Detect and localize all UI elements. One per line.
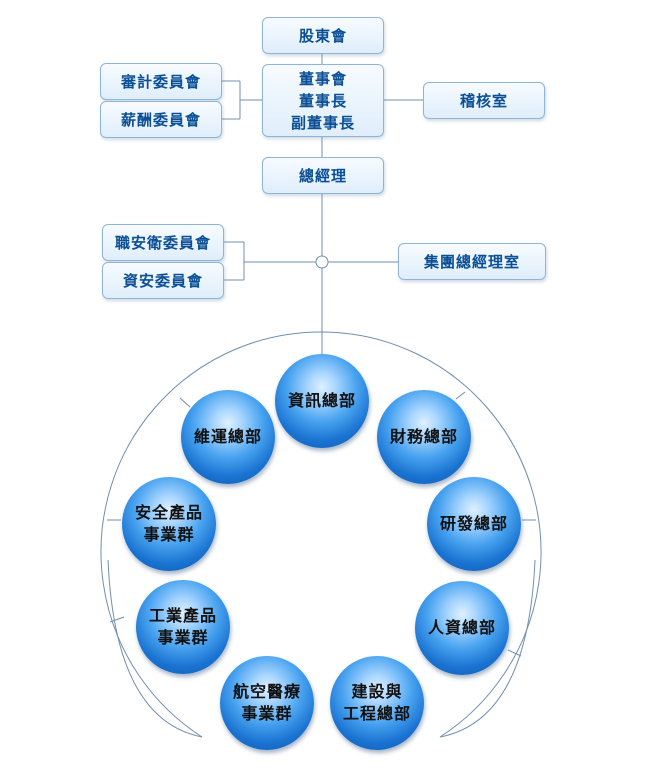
dept-label: 資訊總部 — [287, 391, 356, 410]
dept-it: 資訊總部 — [275, 354, 369, 448]
audit-office-label: 稽核室 — [459, 92, 508, 110]
group-president-office-box: 集團總經理室 — [398, 243, 546, 280]
infosec-committee-box: 資安委員會 — [102, 262, 224, 299]
group-president-office-label: 集團總經理室 — [423, 253, 520, 271]
dept-industrial-products: 工業產品 事業群 — [136, 580, 230, 674]
compensation-committee-label: 薪酬委員會 — [120, 111, 201, 129]
audit-committee-box: 審計委員會 — [100, 63, 222, 100]
dept-label: 人資總部 — [427, 618, 496, 637]
dept-hr: 人資總部 — [415, 581, 509, 675]
shareholders-box: 股東會 — [262, 17, 384, 54]
dept-safety-products: 安全產品 事業群 — [122, 477, 216, 571]
junction-node — [315, 255, 329, 269]
president-box: 總經理 — [262, 157, 384, 194]
vice-chairman-label: 副董事長 — [290, 113, 355, 132]
board-label: 董事會 — [298, 69, 347, 88]
dept-finance: 財務總部 — [377, 390, 471, 484]
board-box: 董事會 董事長 副董事長 — [262, 64, 384, 137]
dept-label-line1: 安全產品 — [134, 503, 203, 522]
dept-rnd: 研發總部 — [427, 477, 521, 571]
dept-aviation-medical: 航空醫療 事業群 — [220, 656, 314, 750]
shareholders-label: 股東會 — [298, 27, 347, 45]
safety-committee-label: 職安衛委員會 — [114, 234, 211, 252]
dept-construction-engineering: 建設與 工程總部 — [330, 656, 424, 750]
dept-operations: 維運總部 — [181, 390, 275, 484]
dept-label-line1: 建設與 — [351, 682, 403, 701]
president-label: 總經理 — [298, 167, 347, 185]
audit-committee-label: 審計委員會 — [120, 73, 201, 91]
dept-label: 維運總部 — [193, 427, 262, 446]
dept-label-line1: 工業產品 — [148, 606, 217, 625]
dept-label-line1: 航空醫療 — [232, 682, 301, 701]
safety-committee-box: 職安衛委員會 — [102, 224, 224, 261]
dept-label: 財務總部 — [389, 427, 458, 446]
infosec-committee-label: 資安委員會 — [122, 272, 203, 290]
dept-label-line2: 事業群 — [143, 525, 195, 544]
dept-label-line2: 事業群 — [241, 704, 293, 723]
dept-label-line2: 工程總部 — [342, 704, 411, 723]
audit-office-box: 稽核室 — [423, 82, 545, 119]
chairman-label: 董事長 — [298, 91, 347, 110]
dept-label-line2: 事業群 — [157, 628, 209, 647]
compensation-committee-box: 薪酬委員會 — [100, 101, 222, 138]
dept-label: 研發總部 — [439, 514, 508, 533]
